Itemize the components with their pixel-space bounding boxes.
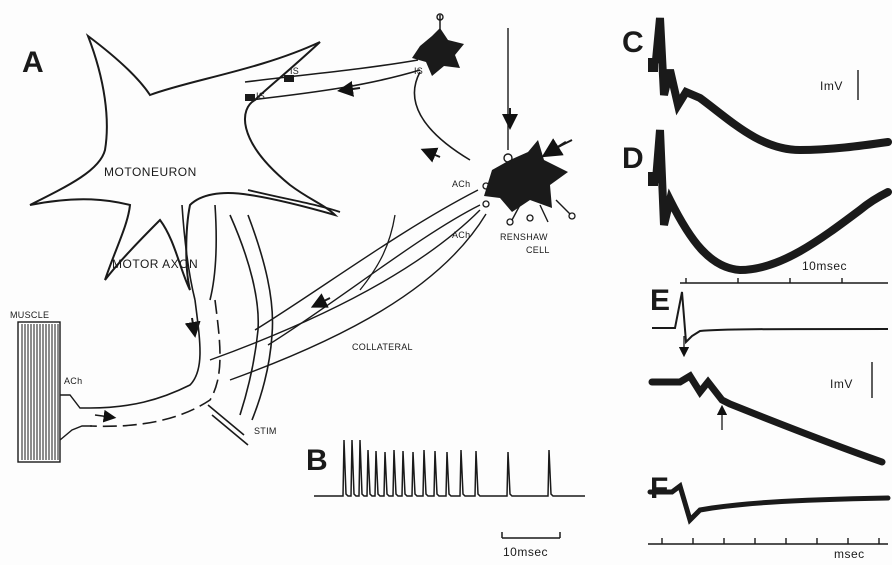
- c-stimulus-artifact: [648, 58, 658, 72]
- collateral-line-3: [210, 210, 480, 360]
- collateral-label: COLLATERAL: [352, 342, 413, 352]
- cd-time-axis: [680, 278, 888, 283]
- motoneuron-dendrite-right: [248, 190, 340, 212]
- d-stimulus-artifact: [648, 172, 658, 186]
- trace-f: [650, 486, 888, 520]
- motor-axon-lower-upper: [90, 300, 200, 408]
- muscle-block: [18, 322, 60, 462]
- is-label-left: IS: [256, 91, 265, 101]
- cd-time-label: 10msec: [802, 259, 847, 273]
- trace-e: [652, 292, 888, 342]
- panel-a-letter: A: [22, 46, 44, 79]
- trace-b-spike-train: [314, 440, 585, 496]
- panel-e-letter: E: [650, 284, 670, 317]
- trace-d: [656, 130, 888, 270]
- direction-arrow-top: [345, 88, 360, 90]
- collateral-arrow: [318, 298, 330, 304]
- interneuron-axon-top: [245, 60, 418, 82]
- ach-label-lower: ACh: [452, 230, 470, 240]
- ach-label-muscle: ACh: [64, 376, 82, 386]
- renshaw-input-arrow: [550, 142, 566, 152]
- motor-axon-arrow: [192, 318, 194, 330]
- is-label-top-left: IS: [290, 66, 299, 76]
- renshaw-cell-soma: [484, 140, 568, 212]
- motor-axon-label: MOTOR AXON: [112, 257, 198, 271]
- motor-axon-upper-right: [210, 205, 216, 300]
- renshaw-terminal-1: [507, 219, 513, 225]
- neuromuscular-junction-lower: [60, 426, 92, 440]
- interneuron-to-renshaw: [414, 72, 470, 160]
- cell-label: CELL: [526, 245, 550, 255]
- panel-c-letter: C: [622, 26, 644, 59]
- synapse-terminal-top: [284, 75, 294, 82]
- stim-electrode-line-1: [208, 405, 244, 435]
- collateral-line-1: [255, 190, 478, 330]
- renshaw-dendrite-2: [540, 205, 548, 222]
- renshaw-terminal-2: [527, 215, 533, 221]
- muscle-label: MUSCLE: [10, 310, 49, 320]
- stim-axon-right: [248, 215, 273, 420]
- renshaw-terminal-3: [569, 213, 575, 219]
- ef-voltage-label: ImV: [830, 377, 853, 391]
- panel-b-letter: B: [306, 444, 328, 477]
- nmj-arrow: [95, 415, 110, 417]
- renshaw-label: RENSHAW: [500, 232, 548, 242]
- interneuron-axon-top-2: [250, 70, 420, 100]
- motoneuron-label: MOTONEURON: [104, 165, 197, 179]
- f-time-axis: [648, 538, 888, 544]
- synapse-terminal-left: [245, 94, 255, 101]
- renshaw-dendrite-3: [556, 200, 570, 214]
- neuromuscular-junction-upper: [60, 395, 90, 408]
- cd-voltage-label: ImV: [820, 79, 843, 93]
- stim-electrode-line-2: [212, 415, 248, 445]
- b-scale-label: 10msec: [503, 545, 548, 559]
- f-time-label: msec: [834, 547, 865, 561]
- ach-label-upper: ACh: [452, 179, 470, 189]
- stim-label: STIM: [254, 426, 277, 436]
- ach-terminal-lower: [483, 201, 489, 207]
- trace-c: [656, 18, 888, 150]
- panel-f-letter: F: [650, 472, 668, 505]
- stim-axon-left: [230, 215, 258, 415]
- panel-d-letter: D: [622, 142, 644, 175]
- direction-arrow-middle: [428, 152, 440, 157]
